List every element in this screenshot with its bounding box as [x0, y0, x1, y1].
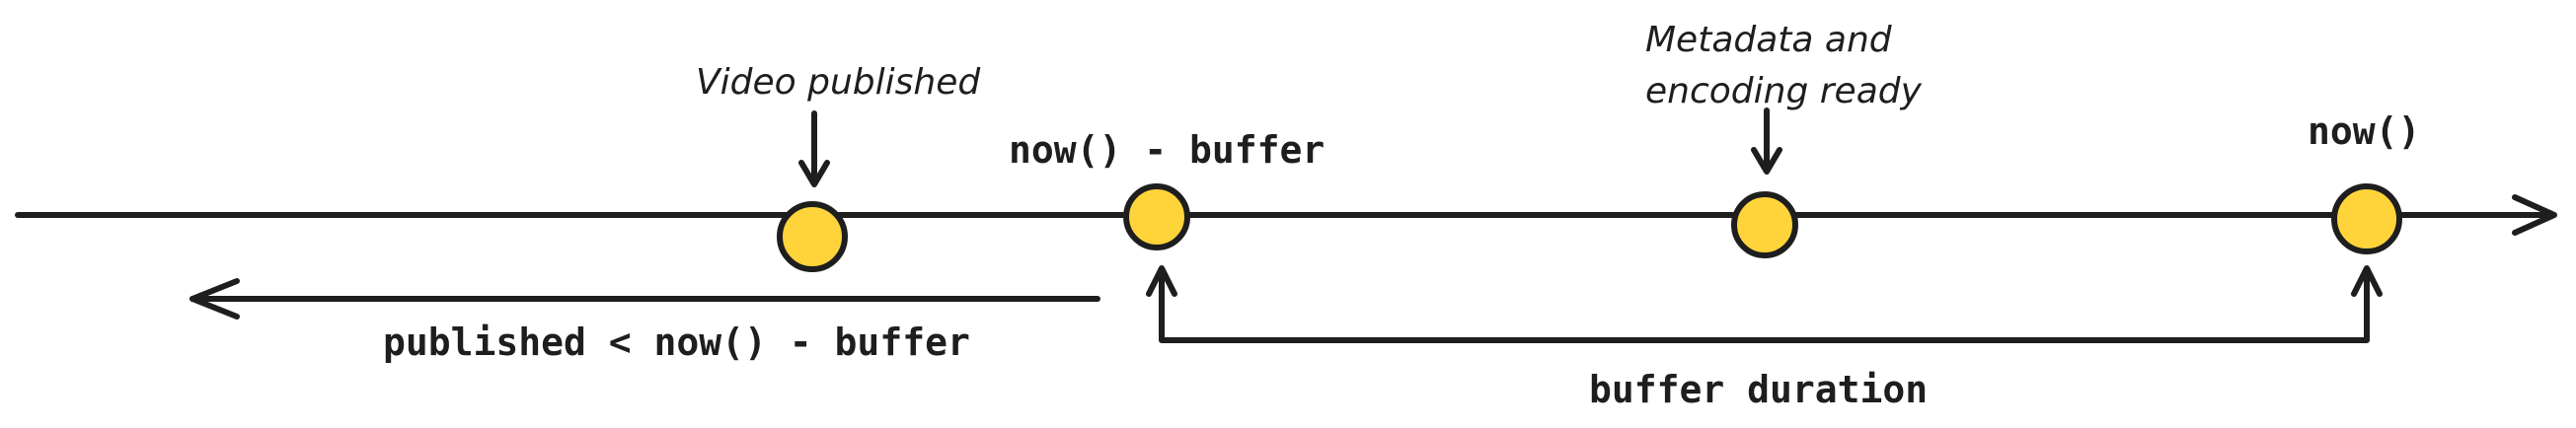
now-label: now() — [2308, 109, 2420, 153]
now-minus-buffer-marker — [1123, 183, 1190, 250]
metadata-arrowhead-icon — [1751, 147, 1782, 175]
buffer-duration-bracket — [1159, 271, 2370, 343]
video-published-marker — [777, 201, 848, 272]
metadata-label-line1: Metadata and — [1645, 20, 1893, 60]
buffer-bracket-left-arrowhead-icon — [1146, 265, 1177, 297]
video-published-label: Video published — [696, 62, 981, 103]
timeline-arrowhead-icon — [2512, 194, 2557, 236]
buffer-bracket-right-arrowhead-icon — [2351, 265, 2383, 297]
buffer-duration-label: buffer duration — [1589, 368, 1928, 411]
published-condition-arrowhead-icon — [189, 278, 240, 320]
metadata-label-line2: encoding ready — [1645, 71, 1923, 111]
published-condition-label: published < now() - buffer — [383, 321, 970, 364]
metadata-ready-marker — [1731, 191, 1798, 258]
video-published-arrowhead-icon — [798, 160, 830, 187]
now-minus-buffer-label: now() - buffer — [1009, 128, 1325, 172]
now-marker — [2331, 183, 2402, 254]
